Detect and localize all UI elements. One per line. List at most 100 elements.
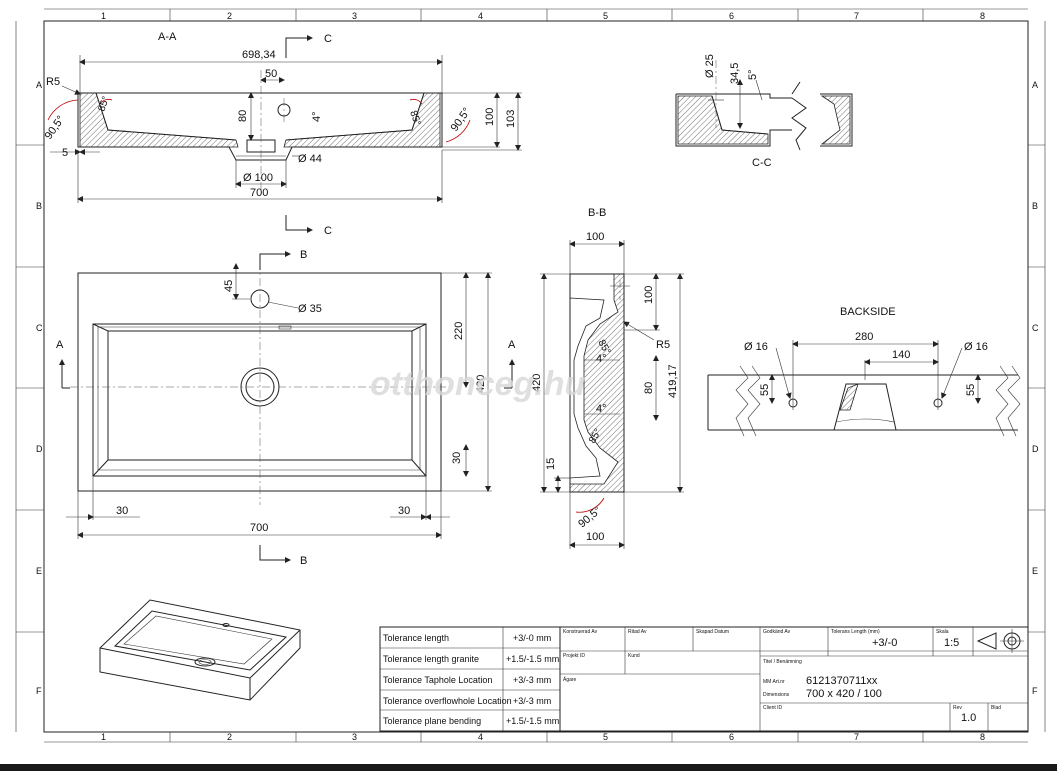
grid-row-label: B (1032, 201, 1038, 211)
dim-label: 140 (892, 349, 910, 361)
tolerance-label: Tolerance length (383, 633, 449, 643)
dim-label: Ø 25 (704, 54, 716, 78)
watermark: otthonceg.hu (370, 365, 586, 403)
dim-label: 80 (643, 382, 655, 394)
dim-label: R5 (656, 339, 670, 351)
tolerance-label: Tolerance length granite (383, 654, 479, 664)
dim-label: 45 (223, 280, 235, 292)
dim-label: 30 (398, 505, 410, 517)
dim-label: 100 (643, 286, 655, 304)
grid-col-label: 1 (101, 732, 106, 742)
dim-label: 4° (596, 353, 607, 365)
dim-label: 5 (62, 147, 68, 159)
title-field-label: Ritad Av (628, 629, 647, 635)
dim-label: 280 (855, 331, 873, 343)
tolerance-value: +1.5/-1.5 mm (506, 654, 559, 664)
dim-label: Ø 100 (243, 172, 273, 184)
title-field-label: Projekt ID (563, 653, 585, 659)
title-field-label: Skala (936, 629, 949, 635)
grid-row-label: F (1032, 686, 1038, 696)
dim-label: 90,5° (449, 106, 474, 134)
tolerance-label: Tolerance Taphole Location (383, 675, 492, 685)
grid-row-label: A (36, 80, 42, 90)
dim-label: 698,34 (242, 49, 276, 61)
grid-col-label: 8 (980, 11, 985, 21)
dim-label: 220 (453, 322, 465, 340)
grid-col-label: 6 (729, 732, 734, 742)
section-cc: Ø 25 34,5 5° C-C (675, 54, 853, 169)
tolerance-label: Tolerance plane bending (383, 716, 481, 726)
title-field-label: Godkänd Av (763, 629, 791, 635)
grid-col-label: 7 (854, 732, 859, 742)
dim-label: 4° (311, 111, 323, 122)
title-field-label: Ägare (563, 676, 577, 683)
title-field-label: Blad (991, 705, 1001, 711)
dim-label: 100 (586, 531, 604, 543)
grid-row-label: A (1032, 80, 1038, 90)
title-article-number: 6121370711xx (806, 675, 878, 687)
tolerance-table: Tolerance length +3/-0 mm Tolerance leng… (379, 626, 561, 732)
isometric-view (99, 599, 301, 701)
title-field-label: MM Art.nr (763, 679, 785, 685)
dim-label: 85° (96, 95, 112, 113)
projection-symbol-icon (976, 629, 1024, 653)
dim-label: 50 (265, 68, 277, 80)
title-scale-value: 1:5 (944, 637, 959, 649)
cut-arrow-label: B (300, 555, 307, 567)
grid-col-label: 3 (352, 732, 357, 742)
tolerance-label: Tolerance overflowhole Location (383, 696, 512, 706)
sheet-frame: 1 2 3 4 5 6 7 8 1 2 3 4 5 6 7 8 A B C D … (15, 8, 1046, 743)
title-field-label: Konstruerad Av (563, 629, 598, 635)
grid-row-label: E (36, 566, 42, 576)
dim-label: Ø 16 (744, 341, 768, 353)
title-field-label: Kund (628, 653, 640, 659)
grid-row-label: D (36, 444, 43, 454)
dim-label: 85° (407, 109, 423, 127)
dim-label: 700 (250, 522, 268, 534)
grid-col-label: 8 (980, 732, 985, 742)
grid-row-label: B (36, 201, 42, 211)
title-field-label: Tolerans Length (mm) (831, 629, 880, 635)
title-field-label: Skapad Datum (696, 629, 729, 635)
dim-label: 80 (237, 110, 249, 122)
title-field-label: Dimensions (763, 692, 790, 698)
grid-row-label: F (36, 686, 42, 696)
grid-col-label: 7 (854, 11, 859, 21)
grid-col-label: 6 (729, 11, 734, 21)
grid-col-label: 4 (478, 732, 483, 742)
tolerance-value: +3/-3 mm (513, 696, 551, 706)
section-bb: B-B 100 100 R5 85° 4° 80 420 419,17 4° 8… (531, 207, 684, 549)
grid-col-label: 1 (101, 11, 106, 21)
section-bb-label: B-B (588, 207, 606, 219)
tolerance-value: +3/-3 mm (513, 675, 551, 685)
dim-label: Ø 16 (964, 341, 988, 353)
dim-label: 103 (505, 110, 517, 128)
grid-row-label: E (1032, 566, 1038, 576)
dim-label: 420 (475, 375, 487, 393)
section-cc-label: C-C (752, 157, 772, 169)
title-field-label: Titel / Benämning (763, 659, 802, 665)
grid-col-label: 5 (603, 11, 608, 21)
dim-label: Ø 44 (298, 153, 322, 165)
dim-label: 419,17 (667, 364, 679, 398)
tolerance-value: +3/-0 mm (513, 633, 551, 643)
grid-row-label: C (36, 323, 43, 333)
cut-arrow-label: C (324, 225, 332, 237)
grid-row-label: C (1032, 323, 1039, 333)
cut-arrow-label: B (300, 249, 307, 261)
dim-label: 90,5° (43, 114, 68, 142)
dim-label: 55 (965, 384, 977, 396)
title-block: Konstruerad Av Ritad Av Skapad Datum God… (559, 626, 1029, 732)
dim-label: 90,5° (576, 505, 603, 531)
title-dimensions: 700 x 420 / 100 (806, 688, 882, 700)
title-revision-value: 1.0 (961, 712, 976, 724)
dim-label: Ø 35 (298, 303, 322, 315)
backside-label: BACKSIDE (840, 306, 896, 318)
title-field-label: Rev (953, 705, 962, 711)
dim-label: 700 (250, 187, 268, 199)
dim-label: 15 (545, 458, 557, 470)
dim-label: 30 (451, 452, 463, 464)
grid-col-label: 2 (227, 732, 232, 742)
dim-label: 420 (531, 374, 543, 392)
